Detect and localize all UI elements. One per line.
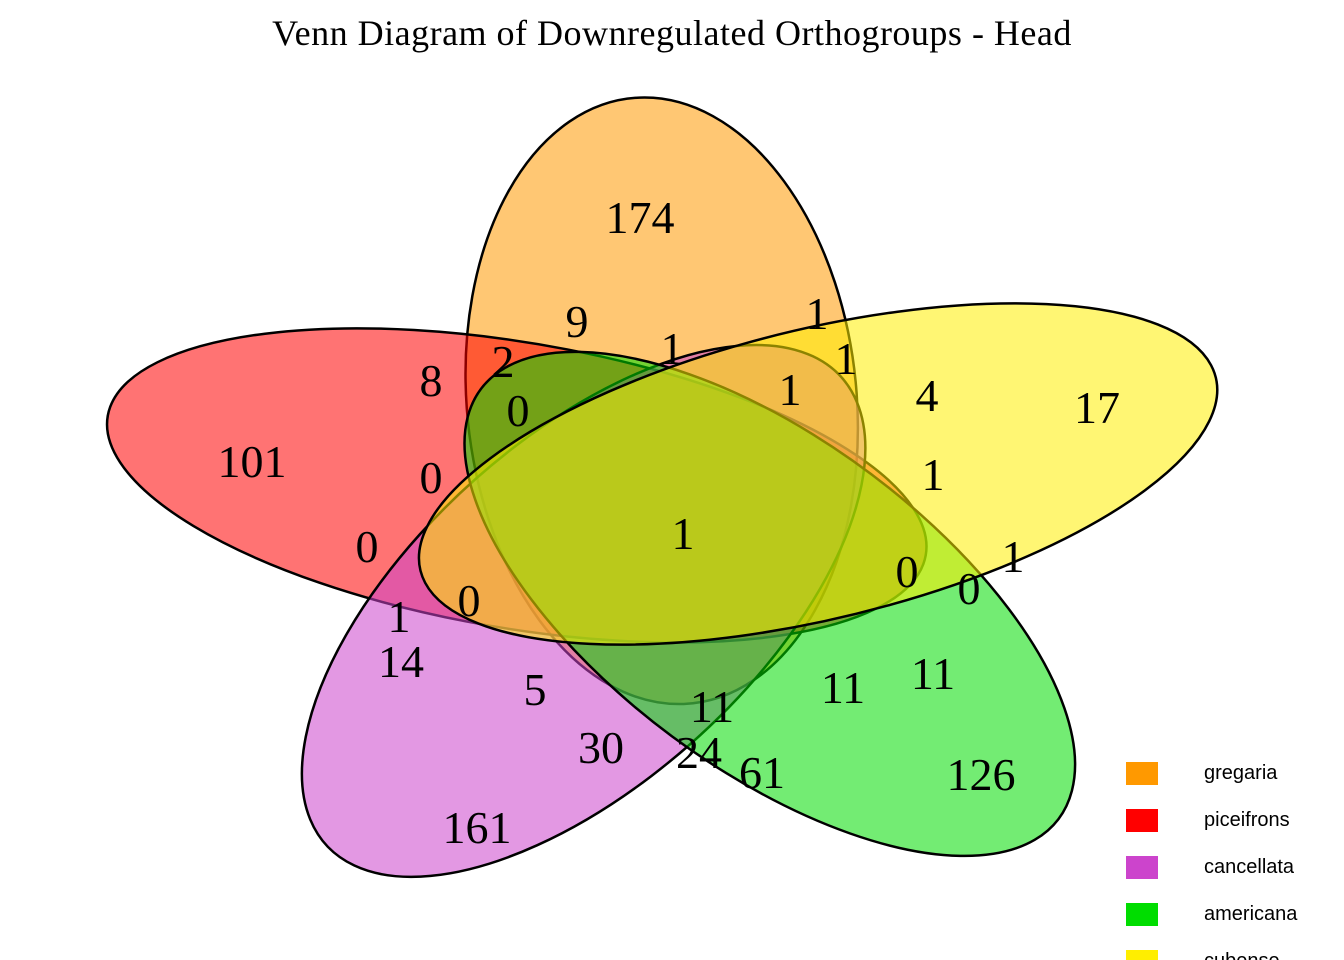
legend-swatch-gregaria — [1126, 762, 1158, 785]
region-count: 30 — [578, 722, 624, 773]
region-count: 14 — [378, 636, 424, 687]
legend-swatch-americana — [1126, 903, 1158, 926]
ellipse-cubense — [355, 234, 1281, 714]
region-count: 1 — [660, 323, 684, 374]
legend-swatch-cancellata — [1126, 856, 1158, 879]
region-count: 0 — [457, 575, 481, 626]
region-count: 1 — [387, 591, 411, 642]
region-count: 126 — [946, 749, 1016, 800]
region-count: 161 — [442, 802, 512, 853]
region-count: 101 — [217, 436, 287, 487]
region-count: 61 — [739, 747, 785, 798]
chart-title: Venn Diagram of Downregulated Orthogroup… — [272, 13, 1072, 53]
region-count: 17 — [1074, 382, 1120, 433]
legend-swatch-cubense — [1126, 950, 1158, 960]
legend-item-gregaria: gregaria — [1126, 750, 1344, 797]
legend-label: americana — [1204, 903, 1298, 925]
region-count: 1 — [921, 449, 945, 500]
region-count: 0 — [895, 546, 919, 597]
region-count: 1 — [834, 333, 858, 384]
region-count: 1 — [778, 364, 802, 415]
region-count: 8 — [419, 355, 443, 406]
region-count: 0 — [506, 385, 530, 436]
legend: gregaria piceifrons cancellata americana cub… — [1126, 750, 1344, 960]
region-count: 9 — [565, 296, 589, 347]
region-count: 4 — [915, 370, 939, 421]
legend-item-cancellata: cancellata — [1126, 844, 1344, 891]
region-count: 0 — [957, 563, 981, 614]
region-count: 174 — [605, 192, 675, 243]
region-count: 11 — [689, 681, 735, 732]
region-count: 1 — [671, 508, 695, 559]
region-count: 11 — [820, 662, 866, 713]
region-count: 24 — [676, 727, 722, 778]
legend-label: piceifrons — [1204, 809, 1290, 831]
region-count: 2 — [491, 336, 515, 387]
legend-label: cubense — [1204, 950, 1280, 960]
legend-item-americana: americana — [1126, 891, 1344, 938]
legend-label: gregaria — [1204, 762, 1278, 784]
region-count: 0 — [419, 452, 443, 503]
region-count: 5 — [523, 664, 547, 715]
legend-label: cancellata — [1204, 856, 1295, 878]
legend-swatch-piceifrons — [1126, 809, 1158, 832]
region-count: 1 — [805, 288, 829, 339]
region-count: 1 — [1001, 531, 1025, 582]
region-count: 11 — [910, 648, 956, 699]
region-count: 0 — [355, 521, 379, 572]
legend-item-cubense: cubense — [1126, 938, 1344, 960]
legend-item-piceifrons: piceifrons — [1126, 797, 1344, 844]
